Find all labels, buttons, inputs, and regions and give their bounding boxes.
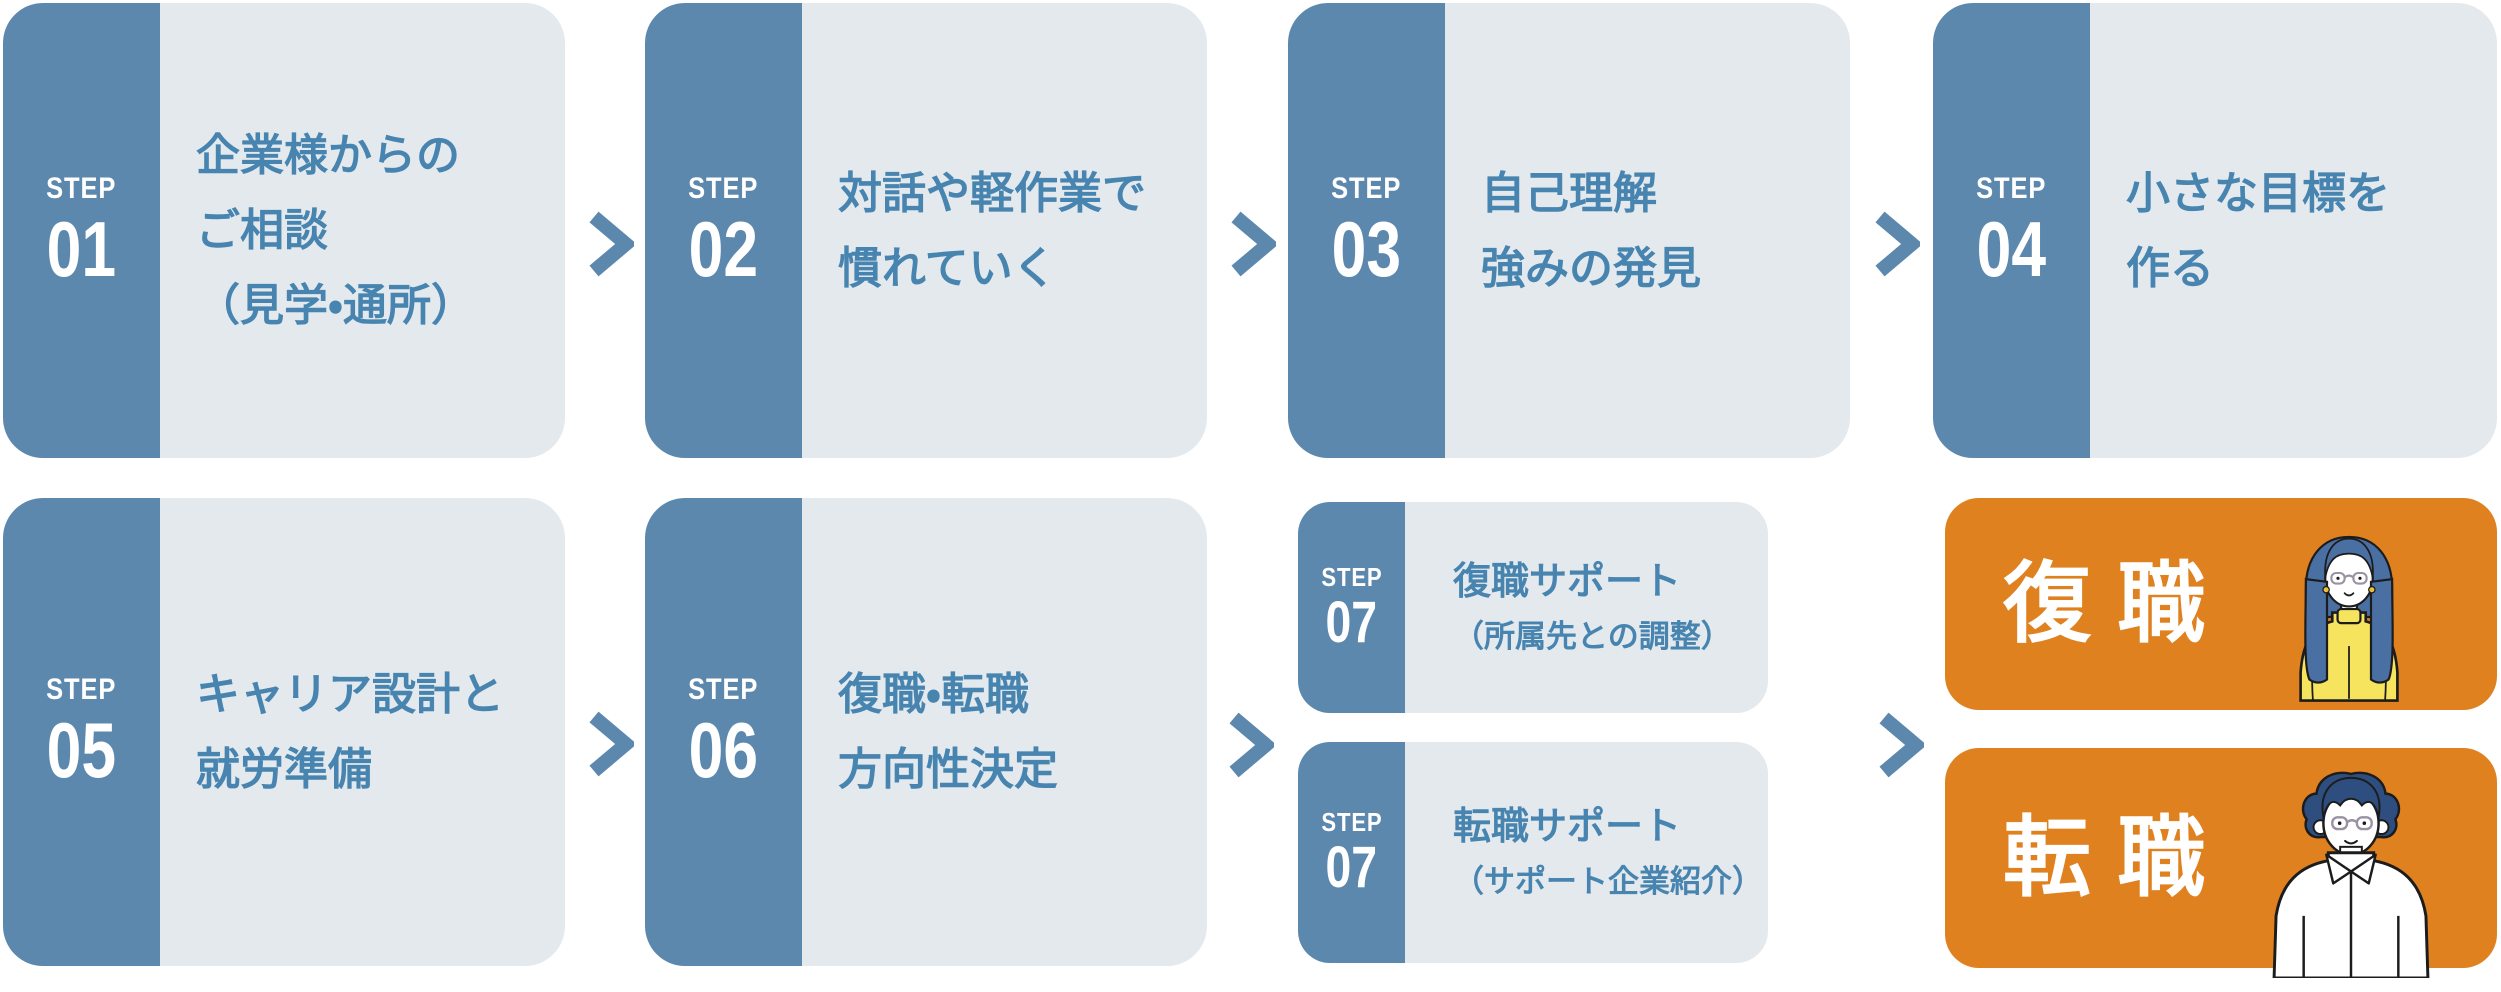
step-number: 02 bbox=[688, 204, 759, 293]
step-07b-description: 転職サポート （サポート企業紹介） bbox=[1405, 742, 1768, 963]
step-number: 04 bbox=[1976, 204, 2047, 293]
step-07b-badge: STEP 07 bbox=[1298, 742, 1405, 963]
step-label: STEP bbox=[1331, 171, 1402, 205]
man-with-glasses-illustration bbox=[2272, 771, 2430, 978]
step-number: 01 bbox=[46, 204, 117, 293]
step-description-line: 慣れていく bbox=[838, 243, 1057, 293]
step-card-01: STEP 01 企業様からの ご相談 （見学・通所） bbox=[3, 3, 565, 458]
chevron-right-icon bbox=[1229, 712, 1274, 778]
step-number: 06 bbox=[688, 706, 759, 794]
step-card-05: STEP 05 キャリア設計と 就労準備 bbox=[3, 498, 565, 966]
step-05-description: キャリア設計と 就労準備 bbox=[160, 498, 565, 966]
step-label: STEP bbox=[688, 171, 759, 205]
step-description-line: （サポート企業紹介） bbox=[1453, 863, 1763, 899]
step-02-description: 対話や軽作業で 慣れていく bbox=[802, 3, 1207, 458]
step-description-line: 作る bbox=[2126, 243, 2214, 293]
step-card-03: STEP 03 自己理解 強みの発見 bbox=[1288, 3, 1850, 458]
step-description-line: 企業様からの bbox=[196, 131, 460, 180]
step-description-line: 小さな目標を bbox=[2126, 168, 2390, 218]
step-card-07-job-change: STEP 07 転職サポート （サポート企業紹介） bbox=[1298, 742, 1768, 963]
step-07a-badge: STEP 07 bbox=[1298, 502, 1405, 713]
step-04-badge: STEP 04 bbox=[1933, 3, 2090, 458]
step-card-02: STEP 02 対話や軽作業で 慣れていく bbox=[645, 3, 1207, 458]
step-description-line: 復職・転職 bbox=[838, 670, 1029, 719]
step-description-line: 転職サポート bbox=[1453, 805, 1682, 848]
step-02-badge: STEP 02 bbox=[645, 3, 802, 458]
step-label: STEP bbox=[1320, 806, 1383, 837]
step-description-line: 方向性決定 bbox=[838, 745, 1058, 794]
step-description-line: 就労準備 bbox=[196, 745, 372, 794]
chevron-right-icon bbox=[589, 211, 634, 277]
step-description-line: 復職サポート bbox=[1453, 560, 1682, 603]
step-04-description: 小さな目標を 作る bbox=[2090, 3, 2497, 458]
step-03-badge: STEP 03 bbox=[1288, 3, 1445, 458]
outcome-label: 転職 bbox=[2003, 808, 2232, 907]
step-description-line: （見学・通所） bbox=[196, 281, 475, 330]
step-label: STEP bbox=[1976, 171, 2047, 205]
step-number: 07 bbox=[1325, 589, 1378, 655]
outcome-card-job-change: 転職 bbox=[1945, 748, 2497, 978]
outcome-label: 復職 bbox=[2003, 554, 2232, 653]
step-card-06: STEP 06 復職・転職 方向性決定 bbox=[645, 498, 1207, 966]
step-card-04: STEP 04 小さな目標を 作る bbox=[1933, 3, 2497, 458]
step-description-line: ご相談 bbox=[196, 206, 328, 255]
step-description-line: キャリア設計と bbox=[196, 670, 504, 719]
step-06-description: 復職・転職 方向性決定 bbox=[802, 498, 1207, 966]
outcome-card-return-to-work: 復職 bbox=[1945, 498, 2497, 710]
step-01-description: 企業様からの ご相談 （見学・通所） bbox=[160, 3, 565, 458]
step-number: 05 bbox=[46, 706, 117, 794]
step-description-line: 対話や軽作業で bbox=[838, 168, 1146, 218]
chevron-right-icon bbox=[1879, 712, 1924, 778]
woman-with-glasses-illustration bbox=[2299, 535, 2399, 702]
step-01-badge: STEP 01 bbox=[3, 3, 160, 458]
chevron-right-icon bbox=[1231, 211, 1276, 277]
chevron-right-icon bbox=[589, 711, 634, 777]
step-label: STEP bbox=[688, 673, 759, 706]
step-description-line: 自己理解 bbox=[1481, 168, 1657, 218]
step-label: STEP bbox=[46, 673, 117, 706]
step-number: 07 bbox=[1325, 834, 1378, 900]
step-07a-description: 復職サポート （所属先との調整） bbox=[1405, 502, 1768, 713]
step-06-badge: STEP 06 bbox=[645, 498, 802, 966]
step-05-badge: STEP 05 bbox=[3, 498, 160, 966]
step-number: 03 bbox=[1331, 204, 1402, 293]
chevron-right-icon bbox=[1875, 211, 1920, 277]
step-label: STEP bbox=[46, 171, 117, 205]
step-card-07-reinstatement: STEP 07 復職サポート （所属先との調整） bbox=[1298, 502, 1768, 713]
step-description-line: （所属先との調整） bbox=[1453, 618, 1732, 654]
step-03-description: 自己理解 強みの発見 bbox=[1445, 3, 1850, 458]
step-label: STEP bbox=[1320, 561, 1383, 592]
step-description-line: 強みの発見 bbox=[1481, 243, 1701, 293]
